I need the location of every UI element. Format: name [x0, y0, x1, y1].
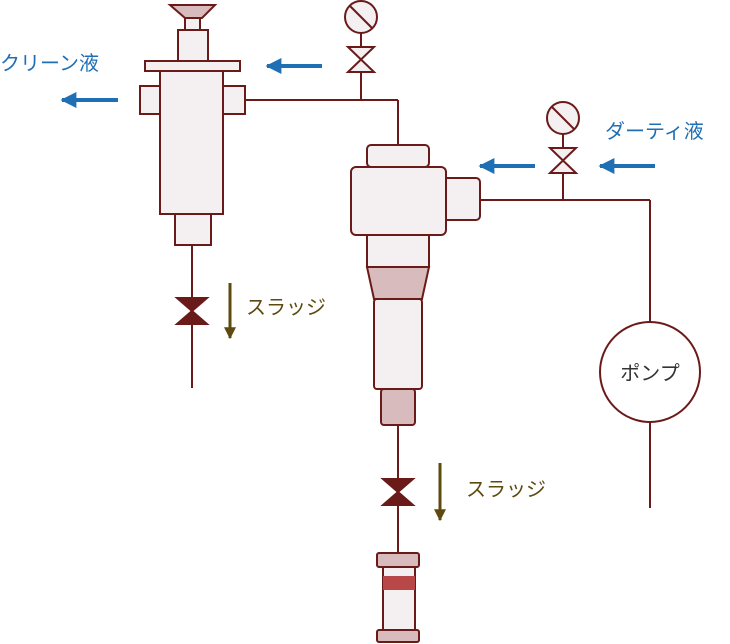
separator-top-cap: [366, 144, 430, 168]
valve-dirty-gauge: [547, 147, 579, 174]
valve-left-drain: [174, 297, 210, 325]
separator: [350, 144, 481, 426]
vessel-neck-top: [184, 17, 201, 31]
pressure-gauge-dirty: [546, 101, 580, 135]
dirty-liquid-label: ダーティ液: [605, 119, 704, 143]
vessel-flange: [144, 60, 241, 72]
clean-vessel: [139, 4, 246, 246]
flow-arrows: [60, 58, 655, 522]
container-top-cap: [376, 552, 420, 568]
vessel-side-lug-right: [222, 85, 246, 115]
separator-cone: [365, 266, 431, 300]
gauge-needle: [349, 5, 373, 29]
vessel-body: [159, 70, 224, 215]
gate-valve-icon: [547, 147, 579, 174]
sludge-label-bottom: スラッジ: [466, 477, 546, 501]
clean-liquid-label: クリーン液: [0, 51, 99, 75]
vessel-side-lug-left: [139, 85, 163, 115]
separator-outlet: [380, 388, 416, 426]
pressure-gauge-clean: [344, 0, 378, 34]
gate-valve-icon: [174, 297, 210, 325]
container-bottom-cap: [376, 629, 420, 643]
sludge-container: [376, 552, 420, 643]
valve-bottom-drain: [380, 478, 416, 506]
separator-head: [350, 166, 447, 236]
vessel-neck: [177, 29, 209, 62]
valve-clean-gauge: [345, 46, 377, 73]
pump: ポンプ: [599, 321, 701, 423]
separator-upper-body: [366, 234, 430, 268]
sludge-label-left: スラッジ: [246, 295, 326, 319]
pump-body: [599, 321, 701, 423]
gauge-needle: [551, 106, 575, 130]
funnel-cap-icon: [167, 4, 218, 19]
gate-valve-icon: [345, 46, 377, 73]
gate-valve-icon: [380, 478, 416, 506]
separator-lower-body: [373, 298, 423, 390]
vessel-bottom-outlet: [174, 213, 212, 246]
container-band: [383, 576, 415, 590]
pump-label: ポンプ: [620, 361, 679, 385]
